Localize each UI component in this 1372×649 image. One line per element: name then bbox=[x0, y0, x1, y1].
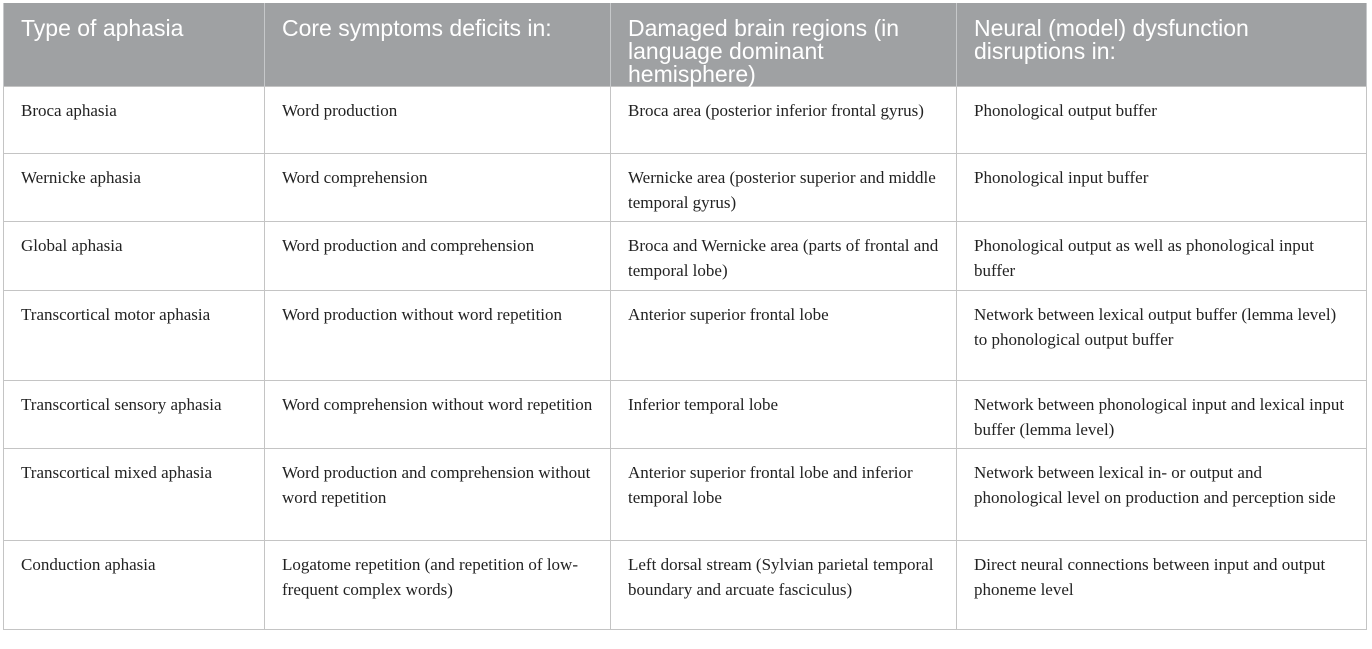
aphasia-table: Type of aphasia Core symptoms deficits i… bbox=[3, 3, 1367, 630]
cell-regions: Broca and Wernicke area (parts of fronta… bbox=[610, 221, 957, 291]
cell-regions: Anterior superior frontal lobe and infer… bbox=[610, 448, 957, 541]
cell-type: Transcortical sensory aphasia bbox=[3, 380, 265, 449]
cell-symptoms: Word comprehension without word repetiti… bbox=[264, 380, 611, 449]
table-body: Broca aphasia Word production Broca area… bbox=[3, 86, 1367, 630]
cell-dysfunction: Phonological input buffer bbox=[956, 153, 1367, 222]
header-neural-dysfunction: Neural (model) dysfunction disruptions i… bbox=[956, 3, 1367, 87]
cell-dysfunction: Network between lexical output buffer (l… bbox=[956, 290, 1367, 381]
table-row: Transcortical mixed aphasia Word product… bbox=[3, 448, 1367, 541]
header-core-symptoms: Core symptoms deficits in: bbox=[264, 3, 611, 87]
cell-regions: Anterior superior frontal lobe bbox=[610, 290, 957, 381]
cell-dysfunction: Direct neural connections between input … bbox=[956, 540, 1367, 630]
table-row: Transcortical motor aphasia Word product… bbox=[3, 290, 1367, 381]
cell-symptoms: Word comprehension bbox=[264, 153, 611, 222]
table-row: Broca aphasia Word production Broca area… bbox=[3, 86, 1367, 154]
cell-type: Transcortical motor aphasia bbox=[3, 290, 265, 381]
header-type-of-aphasia: Type of aphasia bbox=[3, 3, 265, 87]
cell-dysfunction: Network between phonological input and l… bbox=[956, 380, 1367, 449]
cell-regions: Broca area (posterior inferior frontal g… bbox=[610, 86, 957, 154]
cell-dysfunction: Phonological output buffer bbox=[956, 86, 1367, 154]
table-header: Type of aphasia Core symptoms deficits i… bbox=[3, 3, 1367, 87]
cell-type: Global aphasia bbox=[3, 221, 265, 291]
table-row: Conduction aphasia Logatome repetition (… bbox=[3, 540, 1367, 630]
header-row: Type of aphasia Core symptoms deficits i… bbox=[3, 3, 1367, 87]
cell-type: Conduction aphasia bbox=[3, 540, 265, 630]
cell-symptoms: Logatome repetition (and repetition of l… bbox=[264, 540, 611, 630]
cell-regions: Wernicke area (posterior superior and mi… bbox=[610, 153, 957, 222]
cell-symptoms: Word production bbox=[264, 86, 611, 154]
table-row: Global aphasia Word production and compr… bbox=[3, 221, 1367, 291]
cell-type: Transcortical mixed aphasia bbox=[3, 448, 265, 541]
cell-type: Broca aphasia bbox=[3, 86, 265, 154]
table-row: Transcortical sensory aphasia Word compr… bbox=[3, 380, 1367, 449]
cell-dysfunction: Phonological output as well as phonologi… bbox=[956, 221, 1367, 291]
cell-regions: Left dorsal stream (Sylvian parietal tem… bbox=[610, 540, 957, 630]
cell-dysfunction: Network between lexical in- or output an… bbox=[956, 448, 1367, 541]
cell-regions: Inferior temporal lobe bbox=[610, 380, 957, 449]
cell-symptoms: Word production and comprehension bbox=[264, 221, 611, 291]
cell-symptoms: Word production and comprehension withou… bbox=[264, 448, 611, 541]
table-row: Wernicke aphasia Word comprehension Wern… bbox=[3, 153, 1367, 222]
cell-type: Wernicke aphasia bbox=[3, 153, 265, 222]
cell-symptoms: Word production without word repetition bbox=[264, 290, 611, 381]
header-damaged-brain-regions: Damaged brain regions (in language domin… bbox=[610, 3, 957, 87]
aphasia-table-container: Type of aphasia Core symptoms deficits i… bbox=[3, 3, 1367, 630]
